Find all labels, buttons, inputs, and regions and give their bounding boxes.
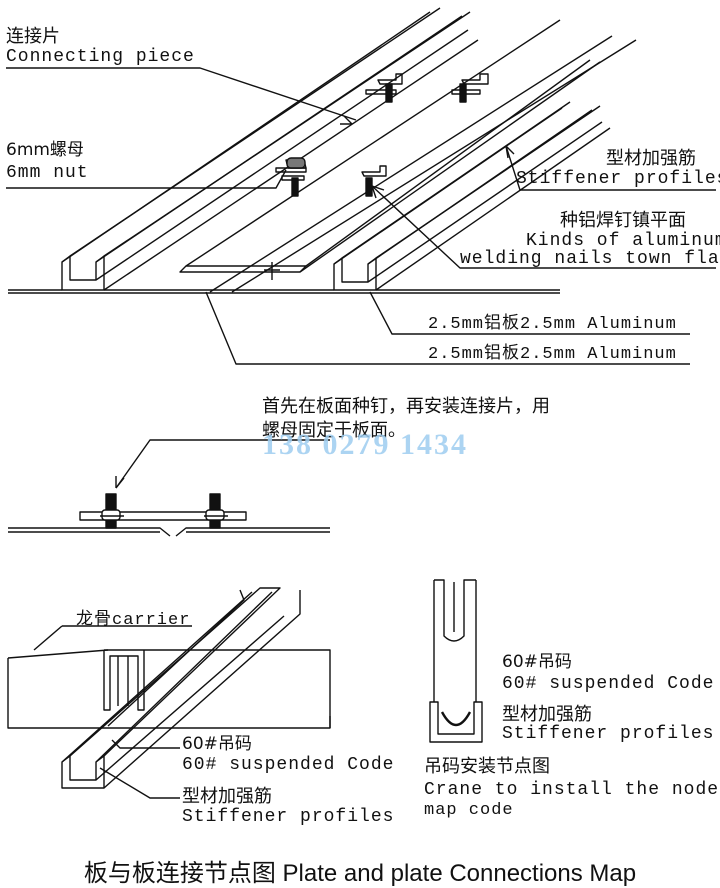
label-aluminum-2: 2.5mm铝板2.5mm Aluminum <box>428 345 677 364</box>
label-stiffener-left-cn: 型材加强筋 <box>182 786 272 807</box>
label-welding-en2: welding nails town flat <box>460 249 720 269</box>
carrier-assembly <box>7 587 331 789</box>
leader-welding <box>371 185 716 269</box>
label-node-map-en1: Crane to install the node <box>424 780 720 800</box>
watermark: 138 0279 1434 <box>262 428 468 461</box>
leader-plate2 <box>205 291 690 365</box>
leader-connecting-piece <box>6 67 357 121</box>
label-welding-cn: 种铝焊钉镇平面 <box>560 210 686 231</box>
suspended-code-profile <box>429 579 483 743</box>
label-connecting-piece-cn: 连接片 <box>6 26 60 47</box>
label-suspended-right-en: 60# suspended Code <box>502 674 715 694</box>
middle-plate <box>179 19 637 293</box>
label-node-map-en2: map code <box>424 801 514 820</box>
label-connecting-piece-en: Connecting piece <box>6 47 195 67</box>
label-stiffener-left-en: Stiffener profiles <box>182 807 395 827</box>
right-stiffener-profile <box>333 101 611 291</box>
instruction-line-1: 首先在板面种钉，再安装连接片，用 <box>262 396 550 417</box>
leader-stiffener <box>505 145 716 191</box>
label-node-map-cn: 吊码安装节点图 <box>424 756 550 777</box>
label-suspended-right-cn: 60#吊码 <box>502 652 572 672</box>
label-welding-en1: Kinds of aluminum <box>526 231 720 251</box>
instruction-line-2: 螺母固定于板面。 <box>262 420 406 441</box>
label-carrier: 龙骨carrier <box>76 611 191 630</box>
leader-instruction <box>115 439 330 489</box>
label-stiffener-right-en: Stiffener profiles <box>502 724 715 744</box>
label-nut-cn: 6mm螺母 <box>6 140 84 160</box>
label-aluminum-1: 2.5mm铝板2.5mm Aluminum <box>428 315 677 334</box>
label-stiffener-right-cn: 型材加强筋 <box>502 704 592 725</box>
leader-stiffener-left <box>99 767 180 799</box>
leader-suspended-left <box>111 739 180 749</box>
leader-plate1 <box>369 291 690 335</box>
label-suspended-left-cn: 60#吊码 <box>182 734 252 754</box>
nut-shape <box>286 157 306 169</box>
diagram-caption: 板与板连接节点图 Plate and plate Connections Map <box>83 860 637 887</box>
label-nut-en: 6mm nut <box>6 163 89 183</box>
leader-nut <box>6 169 287 189</box>
plate-section <box>8 493 330 537</box>
nails <box>291 83 467 197</box>
label-suspended-left-en: 60# suspended Code <box>182 755 395 775</box>
connecting-clips <box>275 73 489 181</box>
label-stiffener-cn: 型材加强筋 <box>606 148 696 169</box>
label-stiffener-en: Stiffener profiles <box>516 169 720 189</box>
